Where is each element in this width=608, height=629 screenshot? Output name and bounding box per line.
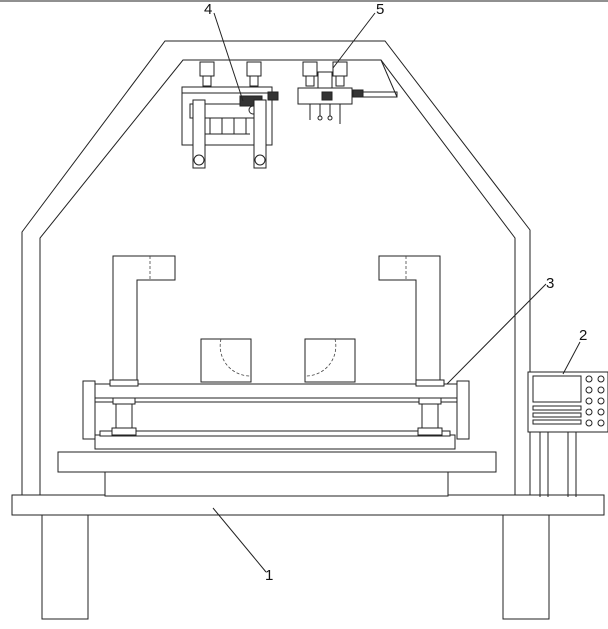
- callout-2-label: 2: [579, 327, 587, 344]
- control-panel: [527, 371, 608, 497]
- support-columns: [112, 255, 441, 383]
- gripper-assembly: [181, 61, 279, 169]
- base-platform: [11, 494, 605, 620]
- worktable-bed: [57, 430, 497, 497]
- callout-1-label: 1: [265, 567, 273, 584]
- control-screen: [532, 375, 582, 403]
- callout-3-label: 3: [546, 275, 554, 292]
- control-knob-icon: [585, 375, 593, 383]
- clamp-blocks: [200, 338, 356, 383]
- housing-enclosure: [21, 40, 531, 497]
- callout-5-label: 5: [376, 1, 384, 18]
- leader-lines: [212, 12, 581, 573]
- callout-4-label: 4: [204, 1, 212, 18]
- rail-frame: [82, 379, 470, 440]
- tool-head: [297, 59, 398, 124]
